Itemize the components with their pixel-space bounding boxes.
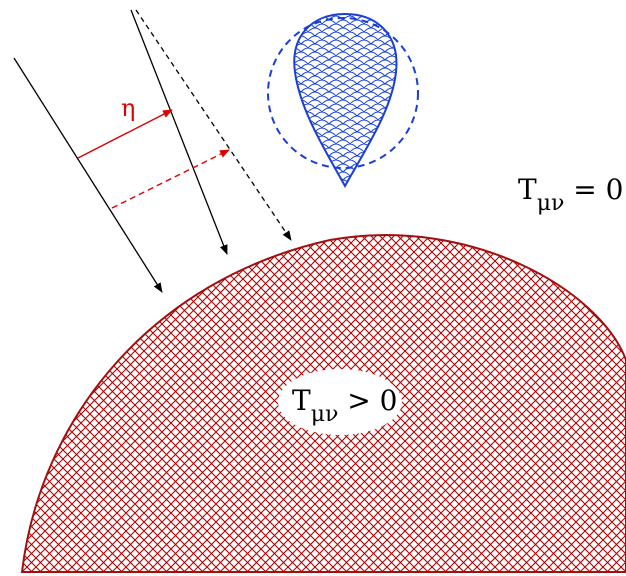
ray-middle xyxy=(130,9,228,255)
tensor-outside-relation: = 0 xyxy=(564,173,623,206)
svg-text:Tμν > 0: Tμν > 0 xyxy=(292,384,397,427)
teardrop-shape xyxy=(293,12,398,189)
svg-text:Tμν = 0: Tμν = 0 xyxy=(518,173,623,216)
eta-arrow xyxy=(77,109,173,159)
matter-body xyxy=(20,234,626,573)
tensor-inside-label: Tμν > 0 xyxy=(292,384,397,427)
distorted-bundle xyxy=(267,12,419,189)
tensor-inside-symbol: T xyxy=(292,384,311,417)
tensor-outside-label: Tμν = 0 xyxy=(518,173,623,216)
tensor-outside-subscript: μν xyxy=(537,191,565,216)
ray-dashed xyxy=(135,9,292,241)
tensor-inside-subscript: μν xyxy=(311,402,339,427)
inner-clearing xyxy=(278,369,402,435)
ray-left xyxy=(13,57,163,293)
eta-label: η xyxy=(121,94,135,122)
tensor-inside-relation: > 0 xyxy=(338,384,397,417)
eta-arrow-dashed xyxy=(111,149,230,209)
tensor-outside-symbol: T xyxy=(518,173,537,206)
deviation-vectors xyxy=(77,109,230,209)
light-rays xyxy=(13,9,292,293)
